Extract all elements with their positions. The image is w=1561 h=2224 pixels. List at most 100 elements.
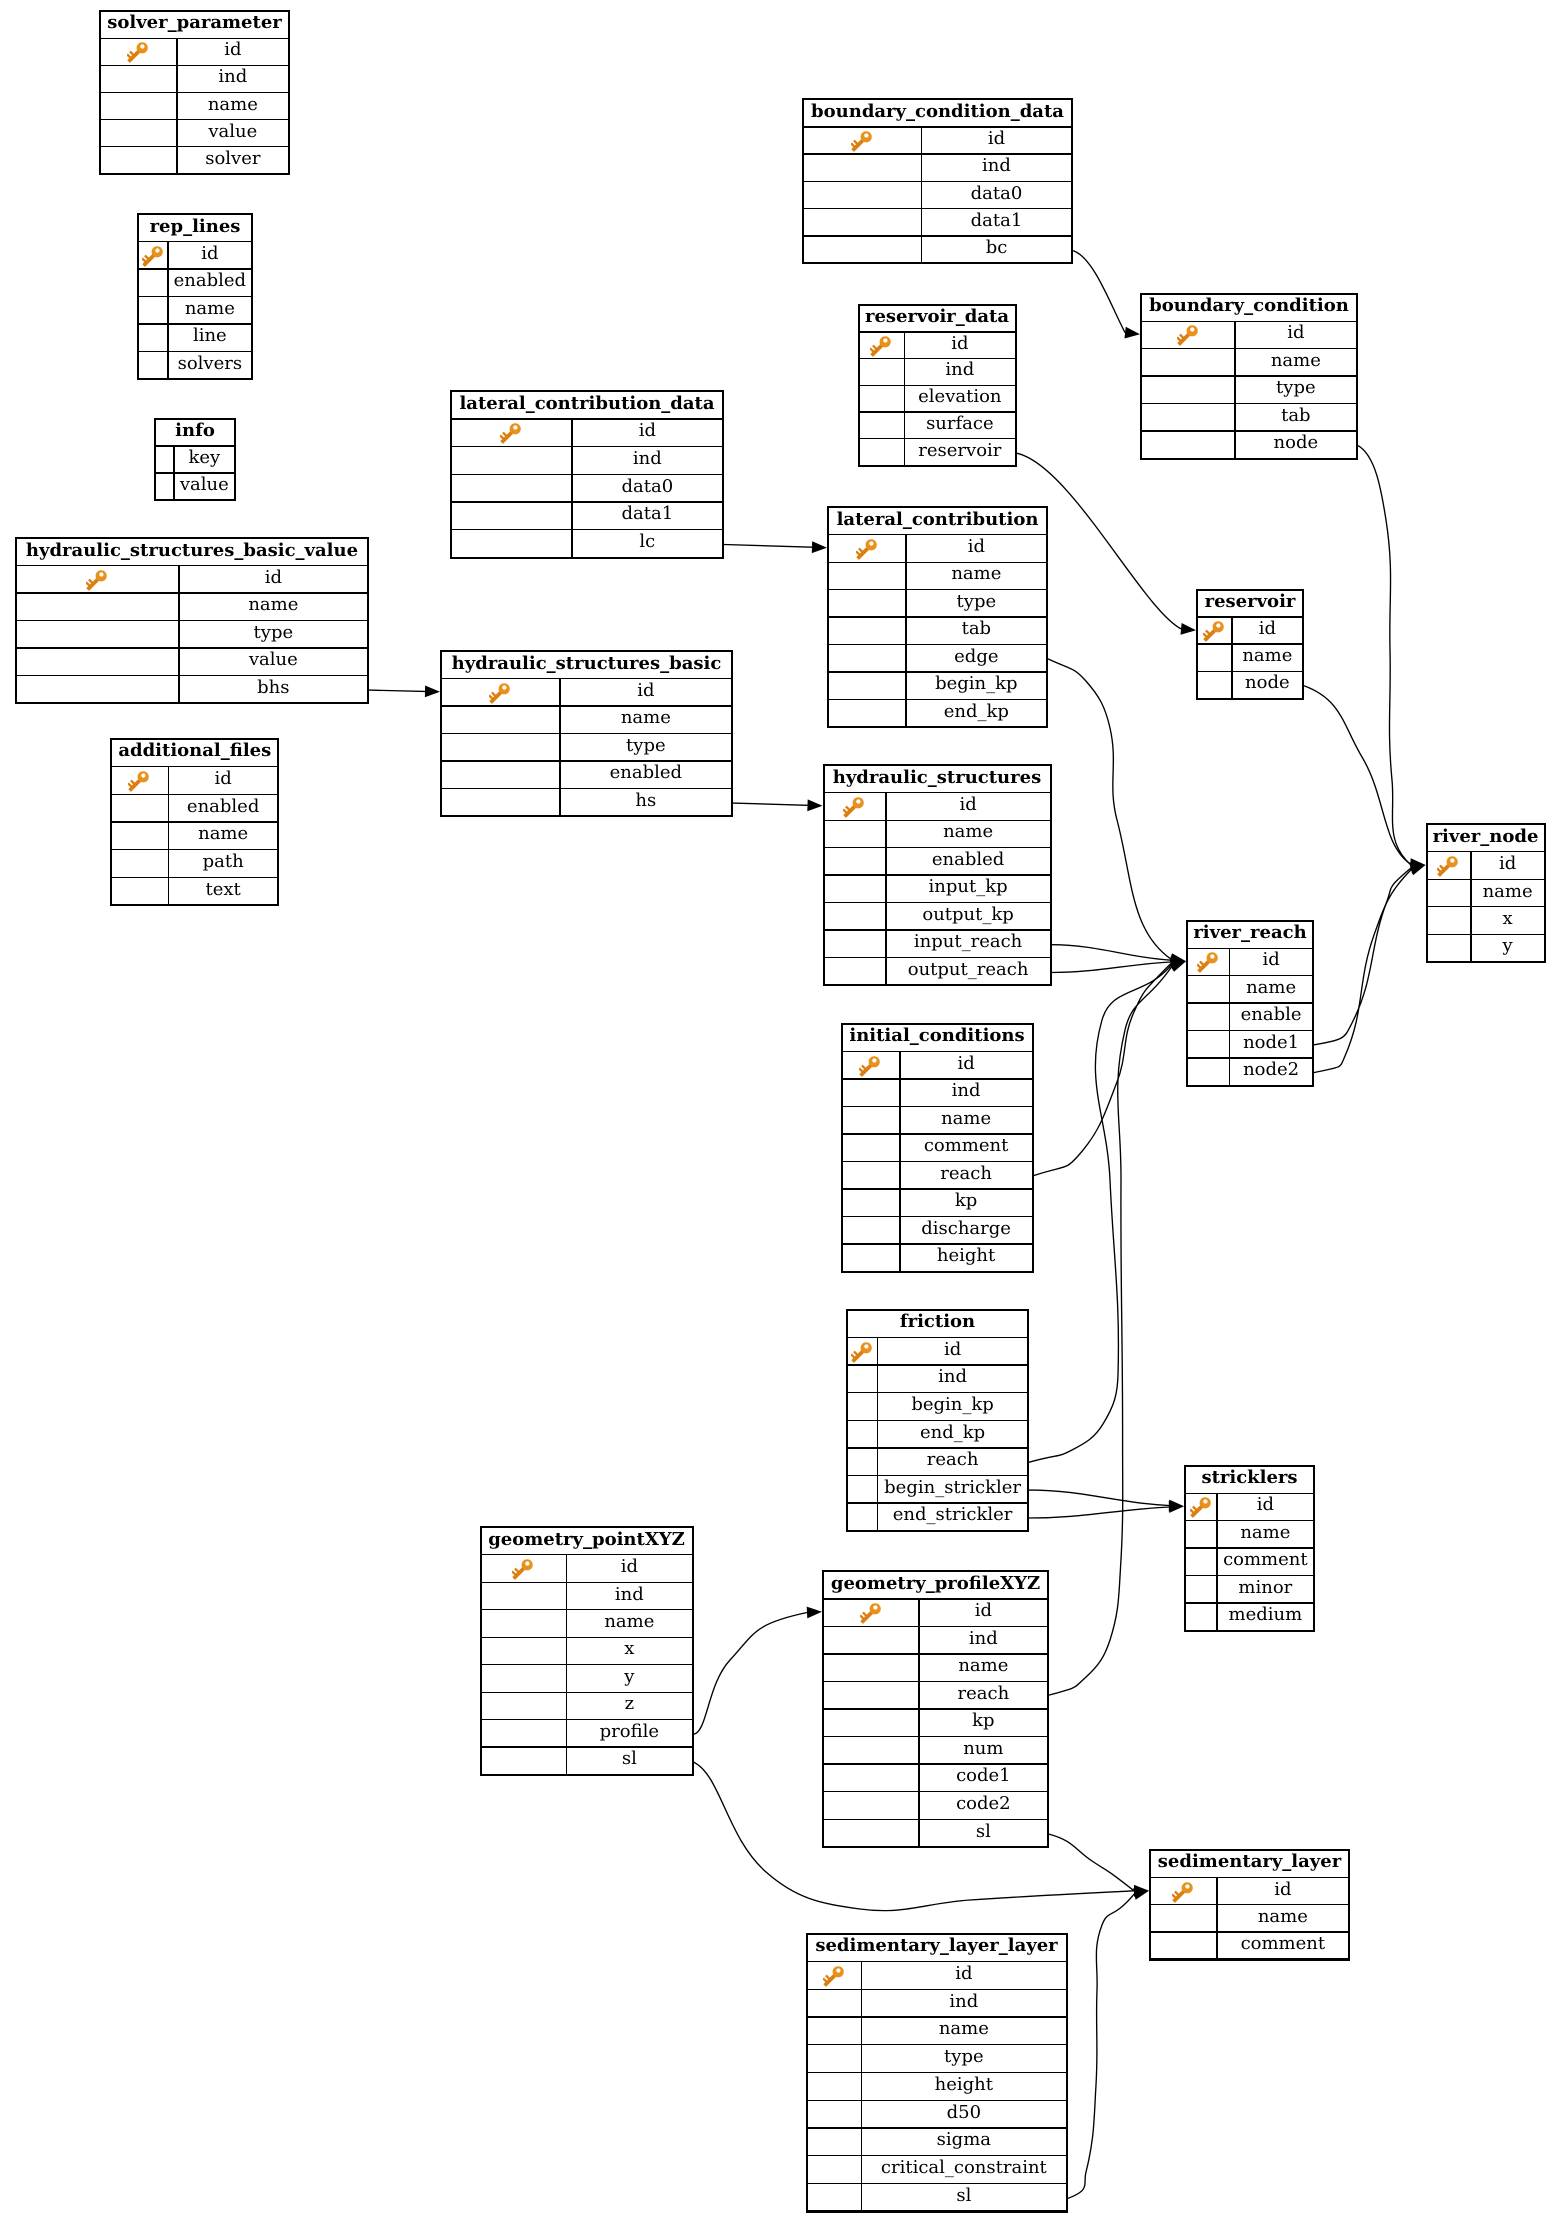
table-title: lateral_contribution_data <box>459 392 715 414</box>
field-name-cell: surface <box>905 412 1015 439</box>
field-name-cell: ind <box>177 66 288 92</box>
field-name-cell: sl <box>567 1747 692 1774</box>
field-row: enable <box>1188 1003 1312 1030</box>
field-name-cell: name <box>886 820 1050 848</box>
field-row: height <box>807 2073 1066 2100</box>
field-row: begin_kp <box>829 672 1046 699</box>
key-cell <box>1186 1493 1217 1520</box>
relation-arrowhead <box>1180 623 1196 635</box>
table-title: boundary_condition_data <box>811 100 1064 122</box>
relation-arrowhead <box>1410 858 1426 871</box>
field-name-cell: ind <box>919 1627 1047 1654</box>
field-name-cell: name <box>862 2017 1066 2045</box>
field-name-cell: name <box>179 593 367 620</box>
primary-key-icon <box>843 797 865 818</box>
field-row: name <box>1142 349 1356 376</box>
relation-arrowhead <box>1170 959 1186 971</box>
field-name-cell: node2 <box>1230 1058 1312 1085</box>
relation-reservoir-node-to-river_node <box>1303 685 1411 865</box>
field-row: tab <box>829 617 1046 644</box>
field-row: solver <box>101 147 288 173</box>
field-name: code2 <box>956 1792 1011 1814</box>
field-row: name <box>442 706 731 733</box>
key-cell <box>804 127 921 154</box>
field-name: reach <box>926 1449 979 1471</box>
field-name-cell: ind <box>567 1582 692 1610</box>
field-name: id <box>1498 853 1517 875</box>
table-title-cell: boundary_condition <box>1142 294 1356 321</box>
field-row: end_strickler <box>848 1503 1027 1530</box>
field-name-cell: comment <box>1217 1548 1313 1575</box>
field-name-cell: id <box>1217 1493 1313 1520</box>
field-name: bc <box>985 236 1008 258</box>
field-row: ind <box>807 1989 1066 2017</box>
field-row: id <box>842 1052 1032 1079</box>
field-name: path <box>202 851 244 873</box>
field-name-cell: end_kp <box>878 1420 1027 1448</box>
field-name-cell: name <box>900 1107 1032 1134</box>
key-cell <box>848 1420 877 1448</box>
relation-arrowhead <box>1409 862 1426 874</box>
relation-arrowhead <box>806 1606 822 1619</box>
key-cell <box>824 1599 919 1626</box>
field-name-cell: elevation <box>905 386 1015 412</box>
title-row: geometry_pointXYZ <box>481 1528 692 1555</box>
relation-initial_conditions-reach-to-river_reach <box>1033 962 1172 1177</box>
key-cell <box>17 648 179 675</box>
field-name-cell: id <box>179 566 367 593</box>
key-cell <box>1151 1878 1217 1905</box>
table-title: boundary_condition <box>1149 295 1349 316</box>
field-name: input_reach <box>913 931 1023 953</box>
table-title-cell: reservoir_data <box>859 305 1015 332</box>
field-name: id <box>201 242 219 264</box>
field-name: ind <box>949 1990 979 2012</box>
field-name: reservoir <box>918 439 1002 461</box>
key-cell <box>842 1052 900 1079</box>
field-row: data0 <box>804 182 1071 208</box>
field-row: ind <box>824 1627 1047 1654</box>
field-row: surface <box>859 412 1015 439</box>
field-name: value <box>208 120 258 142</box>
key-cell <box>17 676 179 703</box>
field-name: z <box>624 1693 635 1715</box>
field-row: id <box>101 39 288 65</box>
field-name-cell: id <box>919 1599 1047 1626</box>
key-cell <box>859 359 904 385</box>
field-name: surface <box>926 412 994 434</box>
field-name: critical_constraint <box>880 2157 1047 2179</box>
key-cell <box>481 1665 566 1692</box>
key-cell <box>824 793 886 820</box>
field-name: id <box>1274 1878 1292 1900</box>
field-name-cell: ind <box>572 447 722 474</box>
field-name: solvers <box>177 352 243 374</box>
field-name: solver <box>205 147 261 169</box>
field-row: enabled <box>442 761 731 788</box>
field-row: comment <box>1186 1548 1313 1575</box>
field-name: node2 <box>1243 1059 1300 1081</box>
key-cell <box>807 2100 861 2128</box>
field-row: id <box>139 242 251 269</box>
field-row: sl <box>807 2184 1066 2211</box>
field-name: text <box>205 878 241 900</box>
key-cell <box>859 332 904 358</box>
title-row: rep_lines <box>139 215 251 242</box>
key-cell <box>804 154 921 181</box>
field-row: comment <box>1151 1932 1348 1959</box>
key-cell <box>1188 976 1229 1003</box>
table-title-cell: lateral_contribution_data <box>452 392 722 419</box>
field-name-cell: id <box>921 127 1071 154</box>
field-name: id <box>264 566 282 588</box>
key-cell <box>848 1503 877 1530</box>
field-name: name <box>943 821 994 843</box>
